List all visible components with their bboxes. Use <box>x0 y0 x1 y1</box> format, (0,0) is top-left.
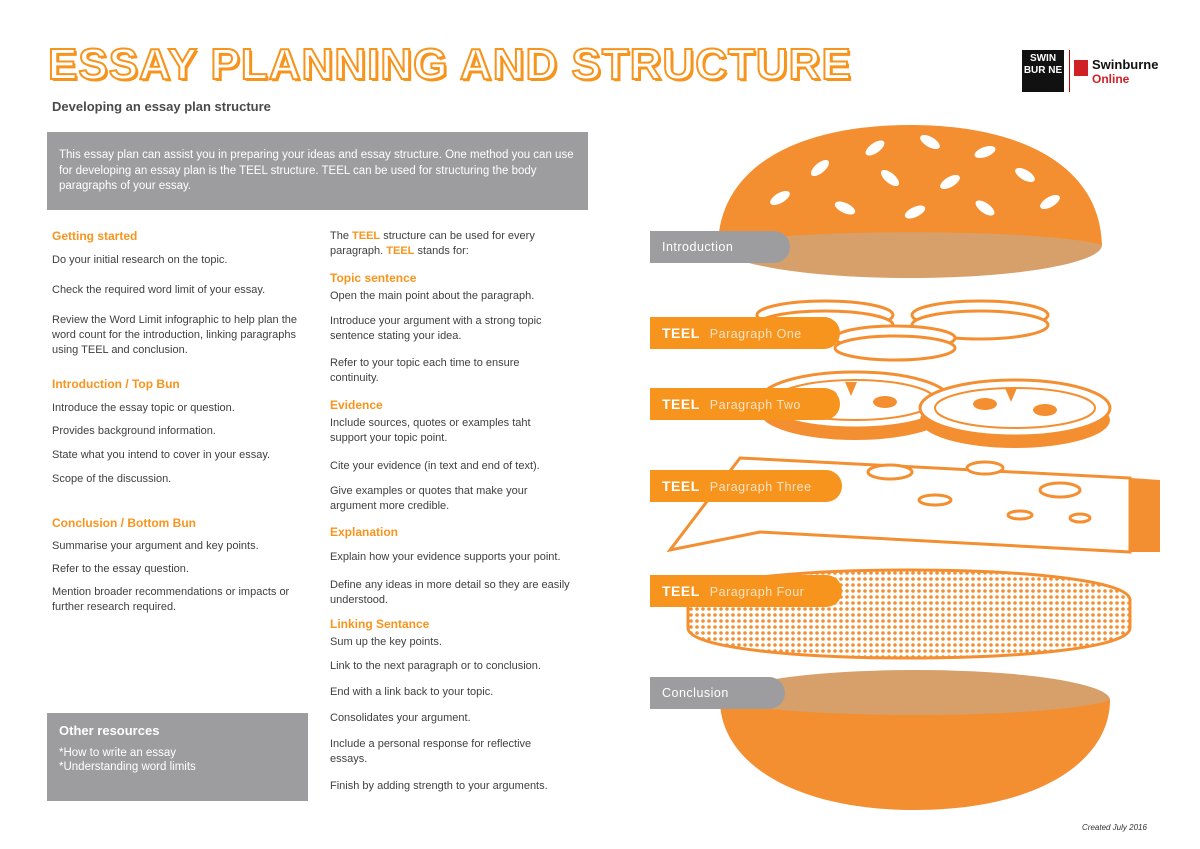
introduction-item: Scope of the discussion. <box>52 473 172 485</box>
getting-started-item: Do your initial research on the topic. <box>52 254 228 266</box>
logo-divider <box>1069 50 1070 92</box>
explanation-heading: Explanation <box>330 525 399 539</box>
created-date: Created July 2016 <box>1082 823 1147 832</box>
getting-started-item: Check the required word limit of your es… <box>52 284 266 296</box>
logo-sub: Online <box>1092 72 1130 86</box>
getting-started-item: Review the Word Limit infographic to hel… <box>52 314 297 356</box>
label-introduction: Introduction <box>650 231 790 263</box>
linking-item: Sum up the key points. <box>330 636 442 648</box>
other-resources-box: Other resources *How to write an essay *… <box>47 713 308 801</box>
tomato-slices <box>758 370 1112 448</box>
linking-item: Consolidates your argument. <box>330 712 471 724</box>
introduction-heading: Introduction / Top Bun <box>52 377 180 391</box>
evidence-item: Cite your evidence (in text and end of t… <box>330 460 540 472</box>
intro-box: This essay plan can assist you in prepar… <box>47 132 588 210</box>
bottom-bun <box>720 670 1110 810</box>
linking-item: Link to the next paragraph or to conclus… <box>330 660 541 672</box>
resource-link[interactable]: *Understanding word limits <box>59 761 196 773</box>
page-title: ESSAY PLANNING AND STRUCTURE <box>47 39 852 90</box>
evidence-item: Include sources, quotes or examples taht… <box>330 417 531 444</box>
sesame-seeds <box>770 135 1060 219</box>
conclusion-item: Mention broader recommendations or impac… <box>52 586 290 613</box>
evidence-item: Give examples or quotes that make your a… <box>330 485 528 512</box>
conclusion-item: Refer to the essay question. <box>52 563 189 575</box>
linking-item: Include a personal response for reflecti… <box>330 738 532 765</box>
conclusion-heading: Conclusion / Bottom Bun <box>52 516 196 530</box>
logo-box: SWIN BUR NE <box>1022 50 1064 92</box>
topic-item: Open the main point about the paragraph. <box>330 290 535 302</box>
topic-heading: Topic sentence <box>330 271 417 285</box>
evidence-heading: Evidence <box>330 398 383 412</box>
logo-mark-icon <box>1074 60 1088 76</box>
topic-item: Introduce your argument with a strong to… <box>330 315 542 342</box>
introduction-item: Provides background information. <box>52 425 216 437</box>
top-bun <box>718 125 1102 278</box>
label-conclusion: Conclusion <box>650 677 785 709</box>
logo-name: Swinburne <box>1092 57 1159 72</box>
burger-illustration <box>666 125 1160 810</box>
linking-item: Finish by adding strength to your argume… <box>330 780 548 792</box>
introduction-item: Introduce the essay topic or question. <box>52 402 235 414</box>
topic-item: Refer to your topic each time to ensure … <box>330 357 520 384</box>
linking-heading: Linking Sentance <box>330 617 430 631</box>
intro-text: This essay plan can assist you in prepar… <box>59 149 574 192</box>
explanation-item: Explain how your evidence supports your … <box>330 551 561 563</box>
explanation-item: Define any ideas in more detail so they … <box>330 579 570 606</box>
conclusion-item: Summarise your argument and key points. <box>52 540 259 552</box>
introduction-item: State what you intend to cover in your e… <box>52 449 271 461</box>
page-subtitle: Developing an essay plan structure <box>52 99 271 114</box>
resource-link[interactable]: *How to write an essay <box>59 747 176 759</box>
swinburne-logo: SWIN BUR NE Swinburne Online <box>1022 48 1162 94</box>
teel-intro: The TEEL structure can be used for every… <box>330 230 535 257</box>
other-resources-title: Other resources <box>59 723 160 738</box>
getting-started-heading: Getting started <box>52 229 138 243</box>
linking-item: End with a link back to your topic. <box>330 686 494 698</box>
